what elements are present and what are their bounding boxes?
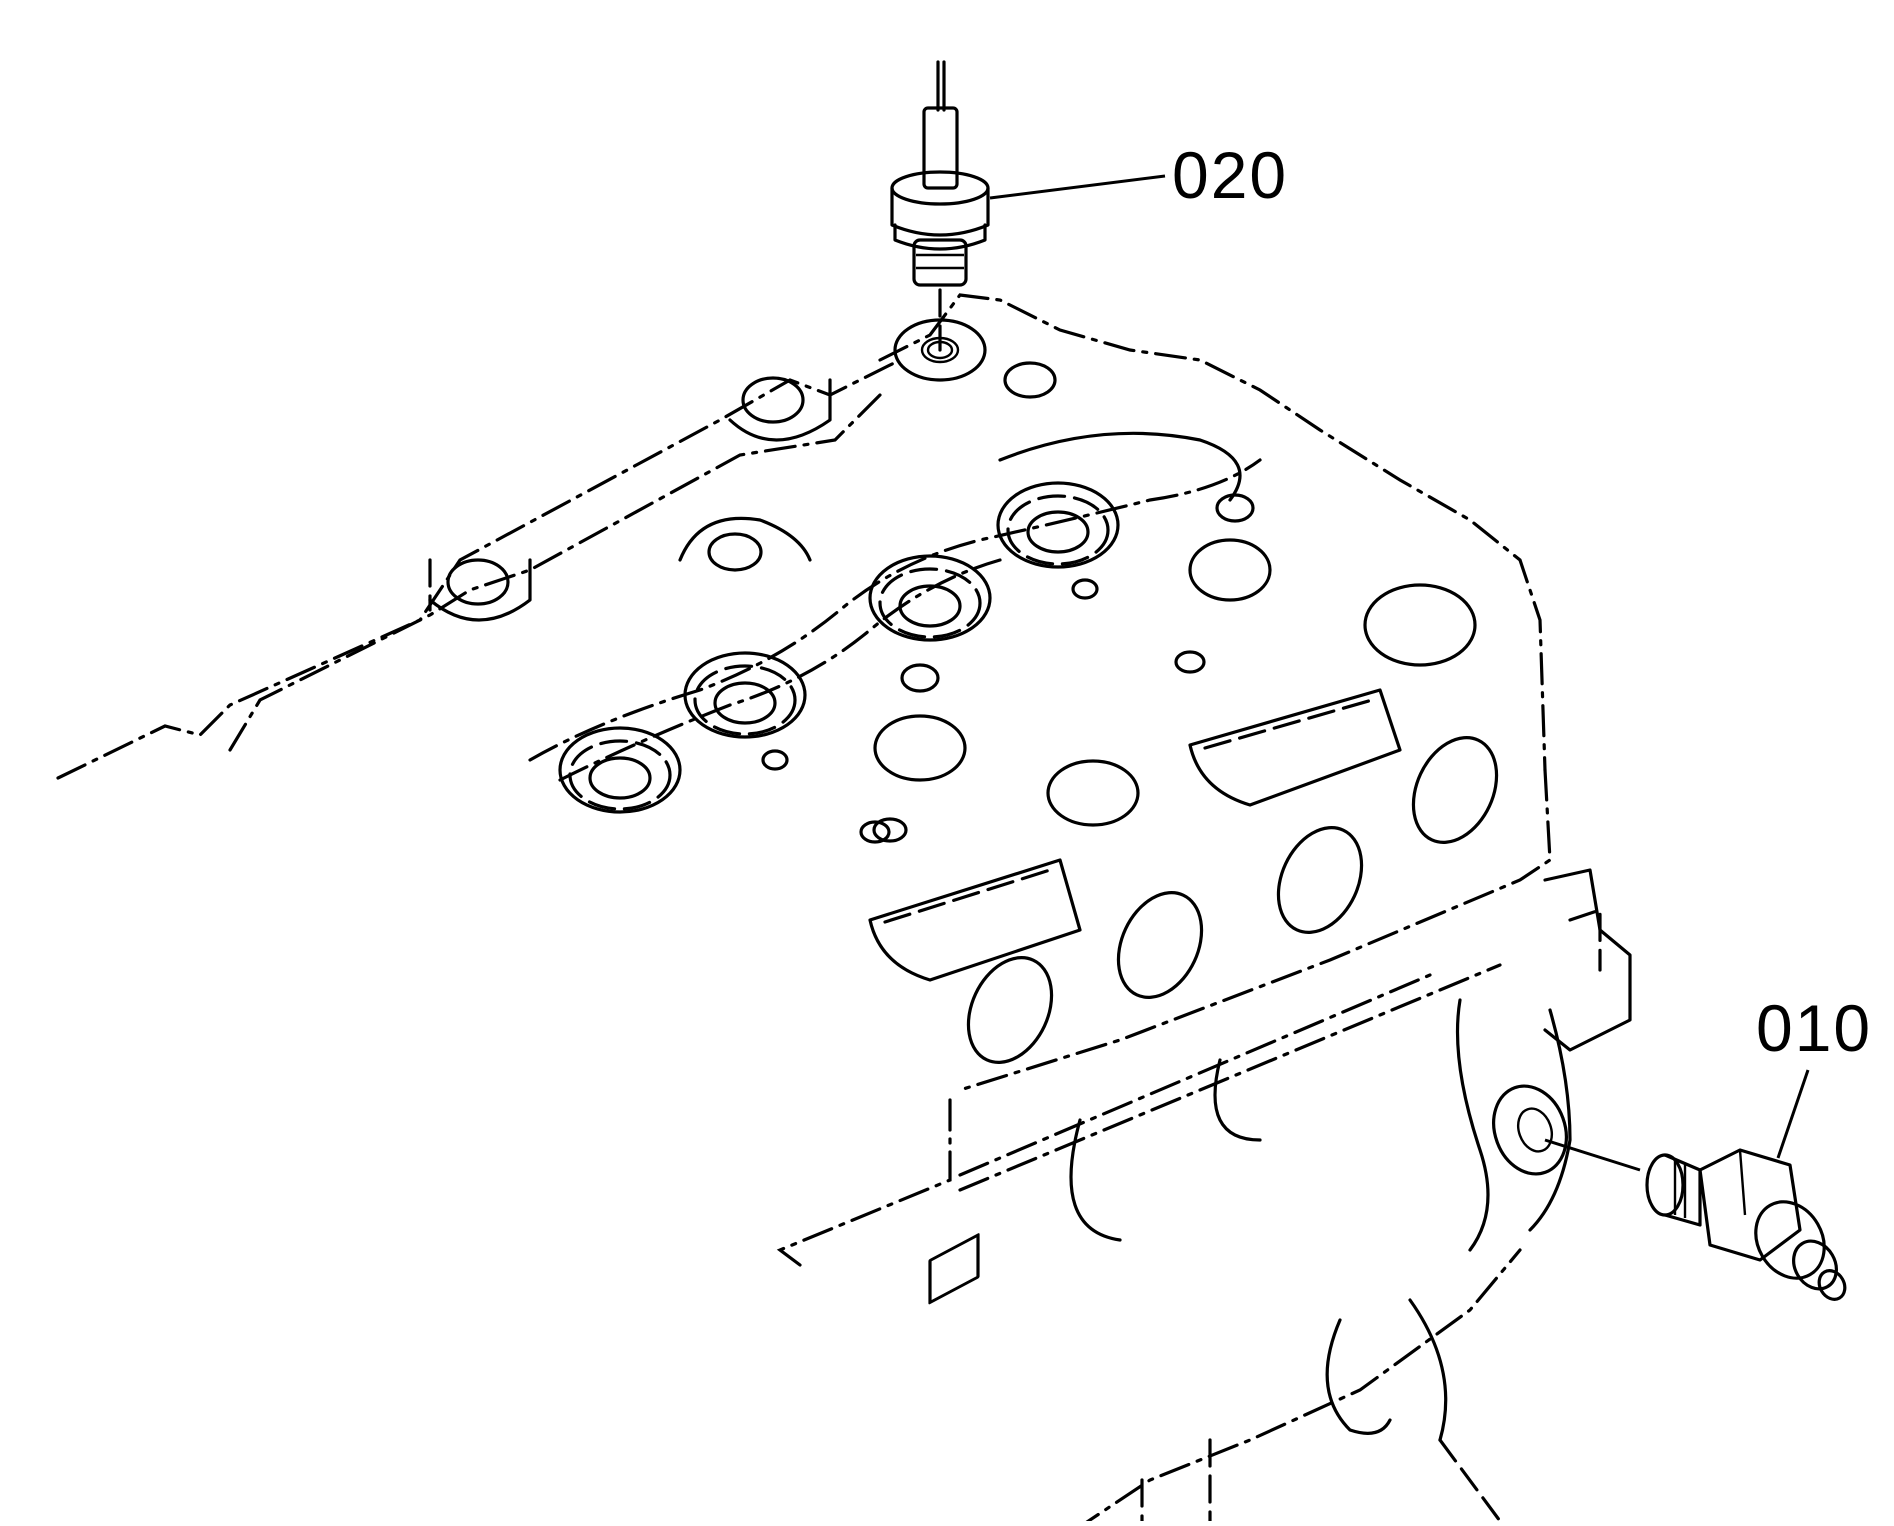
part-020-sender xyxy=(890,60,990,352)
callout-label-020: 020 xyxy=(1172,138,1289,212)
callout-label-010: 010 xyxy=(1756,991,1873,1065)
part-010-switch xyxy=(1544,1138,1847,1301)
